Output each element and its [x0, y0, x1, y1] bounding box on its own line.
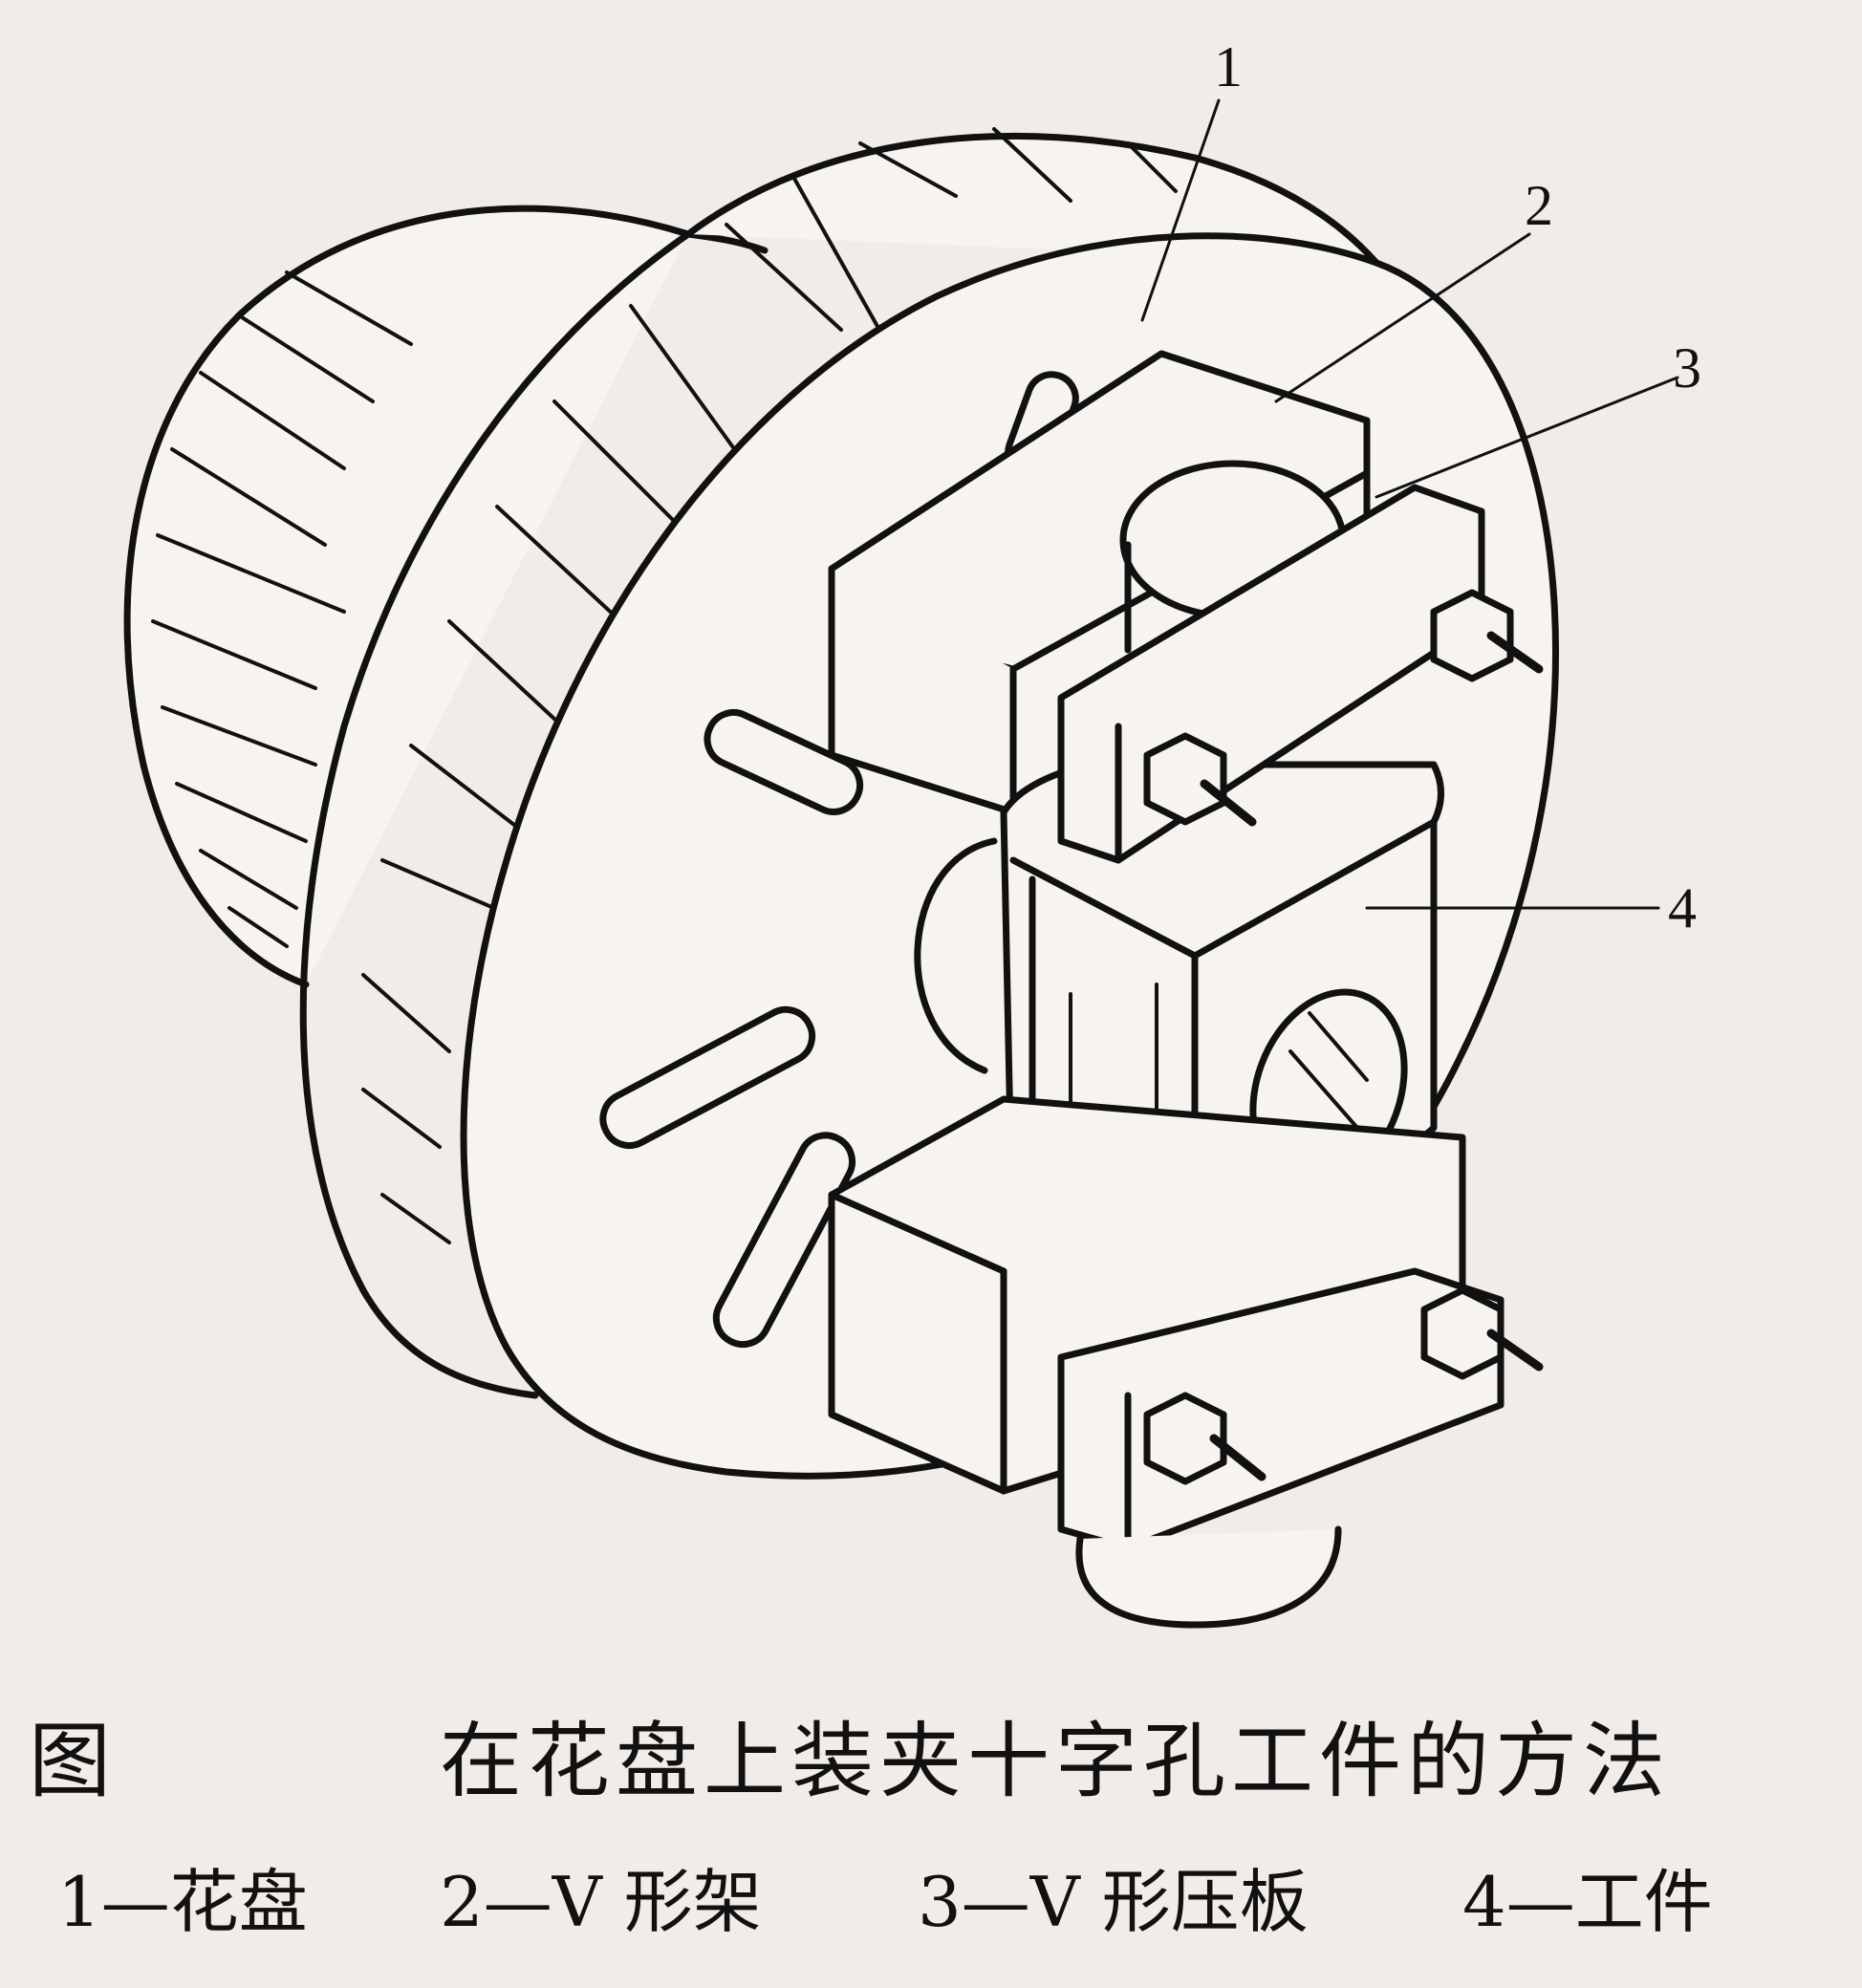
v-clamp-lower [1057, 1267, 1544, 1629]
callout-2: 2 [1525, 174, 1553, 237]
callout-1: 1 [1214, 35, 1243, 98]
v-clamp-upper [1057, 484, 1544, 864]
callout-4: 4 [1668, 876, 1697, 940]
figure-prefix: 图 [29, 1714, 113, 1809]
figure-legend: 1—花盘 2—V 形架 3—V 形压板 4—工件 [57, 1849, 1835, 1955]
leader-lines [1140, 98, 1679, 910]
faceplate-rim [299, 127, 1380, 1399]
legend-item-workpiece: 4—工件 [1462, 1862, 1713, 1942]
figure-title: 在花盘上装夹十字孔工件的方法 [440, 1714, 1671, 1809]
legend-item-v-clamp: 3—V 形压板 [918, 1862, 1309, 1942]
spindle-drum [123, 205, 769, 988]
faceplate-fixture-drawing [123, 98, 1679, 1629]
figure-caption: 图 在花盘上装夹十字孔工件的方法 [0, 1709, 1862, 1814]
legend-item-v-block: 2—V 形架 [440, 1862, 762, 1942]
callout-3: 3 [1673, 336, 1701, 400]
legend-item-faceplate: 1—花盘 [57, 1862, 308, 1942]
